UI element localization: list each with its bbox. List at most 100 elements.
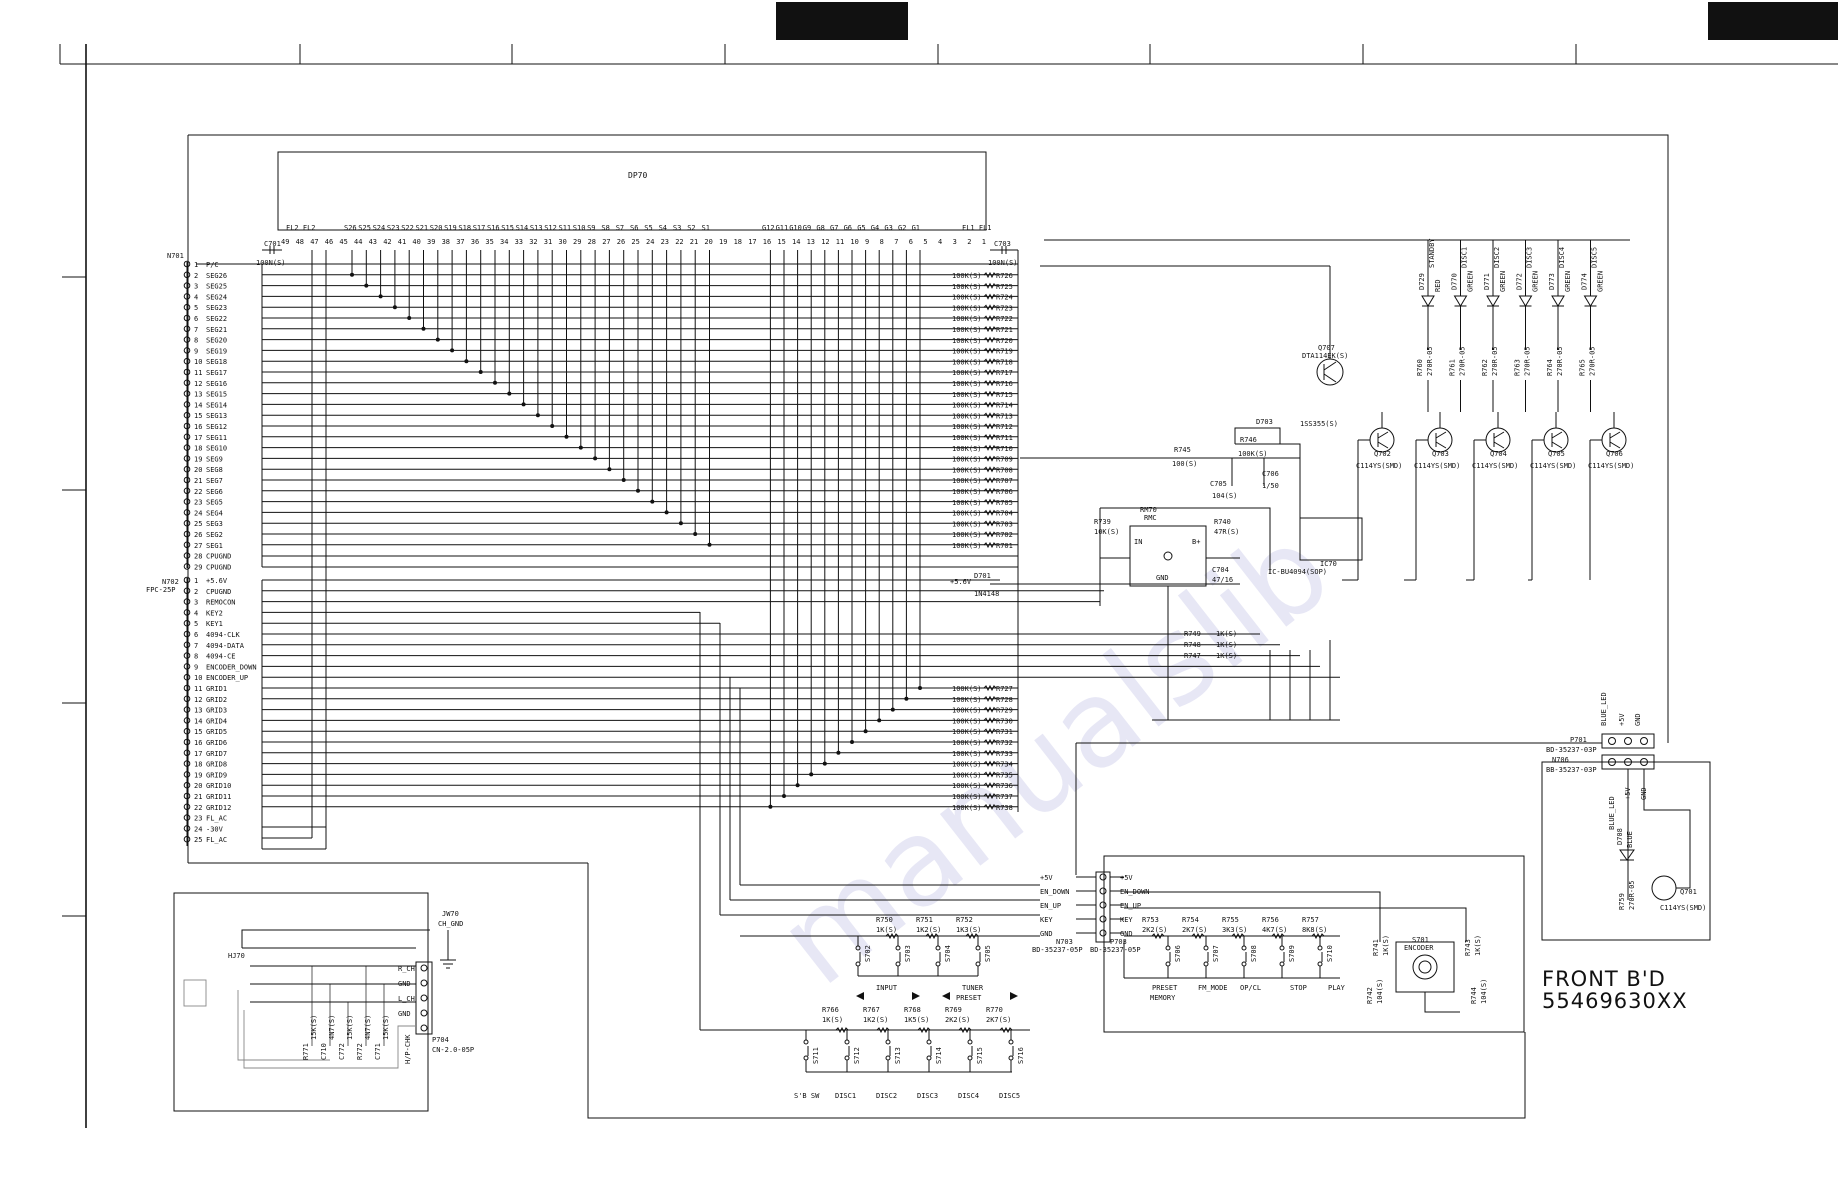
d708-ref: D708 — [1616, 828, 1624, 845]
n701-pin-number: 8 — [194, 337, 198, 345]
display-pin-number: 36 — [471, 238, 479, 246]
led-name: DISC1 — [1461, 247, 1469, 268]
key2-resistor-ref: R755 — [1222, 916, 1239, 924]
display-pin-number: 6 — [909, 238, 913, 246]
display-seg-pin-label: S9 — [587, 224, 595, 232]
n701-pin-number: 9 — [194, 347, 198, 355]
n701-pin-label: SEG3 — [206, 520, 223, 528]
n701-pin-label: SEG16 — [206, 380, 227, 388]
c705-value: 104(S) — [1212, 492, 1237, 500]
p703-pin-label: KEY — [1120, 916, 1133, 924]
display-fl-left: FL2 FL2 — [286, 224, 316, 232]
grid-resistor-value: 100K(S) — [952, 696, 982, 704]
q707-type: DTA114EK(S) — [1302, 352, 1348, 360]
n702-pin-number: 24 — [194, 825, 202, 833]
display-pin-number: 42 — [383, 238, 391, 246]
key2-resistor-ref: R756 — [1262, 916, 1279, 924]
key1-resistor-value: 1K3(S) — [956, 926, 981, 934]
r740-value: 47R(S) — [1214, 528, 1239, 536]
seg-resistor-value: 100K(S) — [952, 542, 982, 550]
d703-ref: D703 — [1256, 418, 1273, 426]
seg-resistor-value: 100K(S) — [952, 434, 982, 442]
display-seg-pin-label: S6 — [630, 224, 638, 232]
n702-pin-number: 13 — [194, 707, 202, 715]
n701-pin-label: SEG5 — [206, 499, 223, 507]
seg-resistor-ref: R715 — [996, 391, 1013, 399]
driver-transistor-ref: Q703 — [1432, 450, 1449, 458]
n702-pin-label: 4094-DATA — [206, 642, 245, 650]
r747-ref: R747 — [1184, 652, 1201, 660]
hp-part-ref: R771 — [302, 1043, 310, 1060]
n701-pin-label: SEG8 — [206, 466, 223, 474]
display-grid-pin-label: G4 — [871, 224, 879, 232]
n701-pin-label: SEG9 — [206, 455, 223, 463]
connector-p701: P701 BD-35237-03P BLUE_LED +5V GND — [1075, 692, 1655, 875]
key2-resistor-value: 2K2(S) — [1142, 926, 1167, 934]
grid-resistor-ref: R731 — [996, 728, 1013, 736]
seg-resistor-value: 100K(S) — [952, 488, 982, 496]
n701-pin-number: 28 — [194, 553, 202, 561]
display-seg-pin-label: S2 — [687, 224, 695, 232]
tuner-label: TUNER — [962, 984, 984, 992]
n701-pin-number: 26 — [194, 531, 202, 539]
r745-value: 100(S) — [1172, 460, 1197, 468]
display-seg-pin-label: S16 — [487, 224, 500, 232]
display-seg-pin-label: S13 — [530, 224, 543, 232]
p701-pin2: +5V — [1618, 713, 1626, 726]
input-label: INPUT — [876, 984, 898, 992]
r749-value: 1K(S) — [1216, 630, 1237, 638]
q701-ref: Q701 — [1680, 888, 1697, 896]
display-grid-pin-label: G2 — [898, 224, 906, 232]
display-fl-right: FL1 FL1 — [962, 224, 992, 232]
n701-pin-label: SEG23 — [206, 304, 227, 312]
n702-pin-label: GRID8 — [206, 761, 227, 769]
disc-switch-label: DISC1 — [835, 1092, 856, 1100]
display-pin-number: 3 — [953, 238, 957, 246]
n702-pin-label: -30V — [206, 825, 224, 833]
led-resistor-ref: R765 — [1579, 359, 1587, 376]
disc-switch-label: DISC3 — [917, 1092, 938, 1100]
disc-resistor-value: 1K5(S) — [904, 1016, 929, 1024]
display-pin-number: 40 — [412, 238, 420, 246]
led-color: GREEN — [1597, 271, 1605, 292]
seg-resistor-value: 100K(S) — [952, 272, 982, 280]
hp-part-value: 15K(S) — [310, 1015, 318, 1040]
seg-resistor-ref: R726 — [996, 272, 1013, 280]
d708-color: BLUE — [1626, 831, 1634, 848]
key2-label: STOP — [1290, 984, 1307, 992]
n702-pin-number: 7 — [194, 642, 198, 650]
n701-pin-label: SEG20 — [206, 337, 227, 345]
seg-resistor-ref: R703 — [996, 520, 1013, 528]
seg-resistor-value: 100K(S) — [952, 456, 982, 464]
display-seg-pin-label: S24 — [373, 224, 386, 232]
key2-resistor-value: 4K7(S) — [1262, 926, 1287, 934]
led-resistor-value: 270R-05 — [1556, 346, 1564, 376]
n701-pin-number: 10 — [194, 358, 202, 366]
seg-resistor-value: 100K(S) — [952, 423, 982, 431]
hp-pin-label: L_CH — [398, 995, 415, 1003]
seg-resistor-ref: R722 — [996, 315, 1013, 323]
n701-pin-number: 7 — [194, 326, 198, 334]
hp-part-ref: C771 — [374, 1043, 382, 1060]
driver-transistor-ref: Q702 — [1374, 450, 1391, 458]
n702-pin-number: 23 — [194, 815, 202, 823]
r748-ref: R748 — [1184, 641, 1201, 649]
seg-resistor-ref: R721 — [996, 326, 1013, 334]
n701-pin-label: SEG17 — [206, 369, 227, 377]
n702-pin-label: KEY2 — [206, 609, 223, 617]
grid-resistor-array: 100K(S)R727100K(S)R728100K(S)R729100K(S)… — [952, 684, 1013, 812]
key2-resistor-value: 3K3(S) — [1222, 926, 1247, 934]
key2-resistor-ref: R757 — [1302, 916, 1319, 924]
display-seg-pin-label: S1 — [702, 224, 710, 232]
grid-resistor-ref: R728 — [996, 696, 1013, 704]
n702-pin-number: 19 — [194, 771, 202, 779]
led-name: DISC3 — [1526, 247, 1534, 268]
display-seg-pin-label: S4 — [659, 224, 667, 232]
n702-pin-number: 6 — [194, 631, 198, 639]
key1-switch-ref: S704 — [944, 945, 952, 962]
display-pin-number: 28 — [588, 238, 596, 246]
